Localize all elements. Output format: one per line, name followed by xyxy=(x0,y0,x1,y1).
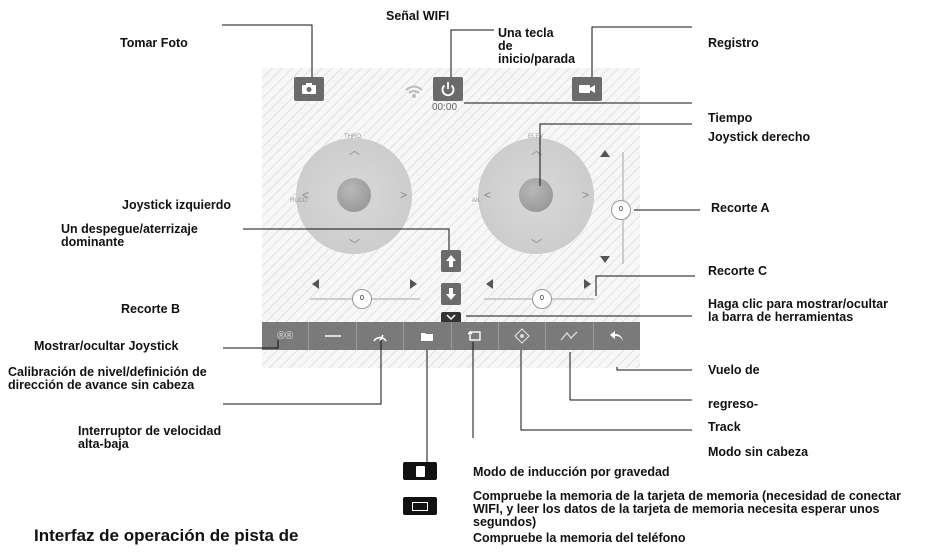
phone-icon xyxy=(415,465,425,477)
left-joystick[interactable]: ︿ ﹀ < > xyxy=(296,138,412,254)
start-stop-button[interactable] xyxy=(433,77,463,101)
calibration-button[interactable] xyxy=(309,322,357,350)
label-track: Track xyxy=(708,420,741,434)
label-takeoff-landing: Un despegue/aterrizaje dominante xyxy=(61,222,198,249)
toolbar-toggle-button[interactable] xyxy=(441,312,461,322)
right-joystick[interactable]: ︿ ﹀ < > xyxy=(478,138,594,254)
label-trim-a: Recorte A xyxy=(711,201,770,215)
wifi-icon xyxy=(404,84,424,100)
trim-a-down-arrow[interactable] xyxy=(600,256,610,263)
headless-mode-button[interactable] xyxy=(452,322,499,350)
left-joystick-knob[interactable] xyxy=(337,178,371,212)
label-return-flight: Vuelo de xyxy=(708,363,760,377)
trim-b-left-arrow[interactable] xyxy=(312,279,319,289)
trim-b-right-arrow[interactable] xyxy=(410,279,417,289)
trim-c-left-arrow[interactable] xyxy=(486,279,493,289)
trim-a-slider[interactable]: 0 xyxy=(611,200,631,220)
gravity-mode-button[interactable] xyxy=(404,322,452,350)
landing-button[interactable] xyxy=(441,283,461,305)
return-flight-button[interactable] xyxy=(594,322,640,350)
interface-title: Interfaz de operación de pista de xyxy=(34,526,299,545)
label-toggle-toolbar: Haga clic para mostrar/ocultar la barra … xyxy=(708,297,888,324)
label-calibration: Calibración de nivel/definición de direc… xyxy=(8,365,207,392)
label-card-memory: Compruebe la memoria de la tarjeta de me… xyxy=(473,489,901,529)
label-trim-c: Recorte C xyxy=(708,264,768,278)
trim-c-slider[interactable]: 0 xyxy=(532,289,552,309)
trim-b-slider[interactable]: 0 xyxy=(352,289,372,309)
card-memory-legend-icon xyxy=(403,497,437,515)
video-camera-icon xyxy=(579,85,595,93)
right-stick-down-chevron: ﹀ xyxy=(531,239,542,251)
label-show-hide-joystick: Mostrar/ocultar Joystick xyxy=(34,339,179,353)
left-stick-down-chevron: ﹀ xyxy=(349,239,360,251)
arrow-down-icon xyxy=(446,288,456,300)
label-left-joystick: Joystick izquierdo xyxy=(122,198,232,212)
drone-icon xyxy=(514,328,530,344)
takeoff-button[interactable] xyxy=(441,250,461,272)
right-stick-up-chevron: ︿ xyxy=(531,145,542,157)
power-icon xyxy=(441,82,455,97)
label-record: Registro xyxy=(708,36,759,50)
timer-display: 00:00 xyxy=(432,102,458,113)
right-stick-right-chevron: > xyxy=(582,188,590,202)
track-line-icon xyxy=(560,331,578,341)
show-hide-joystick-button[interactable]: ®® xyxy=(262,322,310,350)
label-speed-switch: Interruptor de velocidad alta-baja xyxy=(78,424,222,451)
level-icon xyxy=(324,335,341,337)
left-stick-right-chevron: > xyxy=(400,188,408,202)
right-stick-left-chevron: < xyxy=(484,188,492,202)
rotate-icon xyxy=(467,331,481,341)
take-photo-button[interactable] xyxy=(294,77,324,101)
record-button[interactable] xyxy=(572,77,602,101)
left-stick-up-chevron: ︿ xyxy=(349,145,360,157)
label-take-photo: Tomar Foto xyxy=(120,36,188,50)
right-joystick-knob[interactable] xyxy=(519,178,553,212)
gravity-mode-legend-icon xyxy=(403,462,437,480)
label-wifi-signal: Señal WIFI xyxy=(386,9,450,23)
camera-icon xyxy=(302,83,316,94)
speed-gauge-icon xyxy=(373,334,387,342)
label-return-flight-2: regreso- xyxy=(708,397,759,411)
right-stick-top-label: ELEV xyxy=(528,134,544,140)
speed-switch-button[interactable] xyxy=(357,322,405,350)
trim-a-up-arrow[interactable] xyxy=(600,150,610,157)
track-line-button[interactable] xyxy=(546,322,594,350)
label-time: Tiempo xyxy=(708,111,753,125)
arrow-up-icon xyxy=(446,255,456,267)
label-start-stop: Una tecla de inicio/parada xyxy=(498,26,576,66)
left-stick-side-label: RUDD xyxy=(290,198,308,204)
trim-c-right-arrow[interactable] xyxy=(584,279,591,289)
app-screen: 00:00 ︿ ﹀ < > THRO RUDD ︿ ﹀ < > ELEV AIL… xyxy=(262,68,640,368)
joystick-toggle-icon: ®® xyxy=(277,330,294,342)
label-right-joystick: Joystick derecho xyxy=(708,130,811,144)
left-stick-left-chevron: < xyxy=(302,188,310,202)
chevron-down-icon xyxy=(446,314,456,320)
folder-icon xyxy=(421,332,434,341)
label-phone-memory: Compruebe la memoria del teléfono xyxy=(473,531,686,545)
left-stick-top-label: THRO xyxy=(344,134,361,140)
label-headless: Modo sin cabeza xyxy=(708,445,809,459)
toolbar: ®® xyxy=(262,322,640,350)
label-gravity: Modo de inducción por gravedad xyxy=(473,465,670,479)
label-trim-b: Recorte B xyxy=(121,302,181,316)
memory-card-icon xyxy=(412,501,428,511)
track-button[interactable] xyxy=(499,322,547,350)
return-arrow-icon xyxy=(609,331,623,341)
right-stick-side-label: AIL xyxy=(472,198,482,204)
